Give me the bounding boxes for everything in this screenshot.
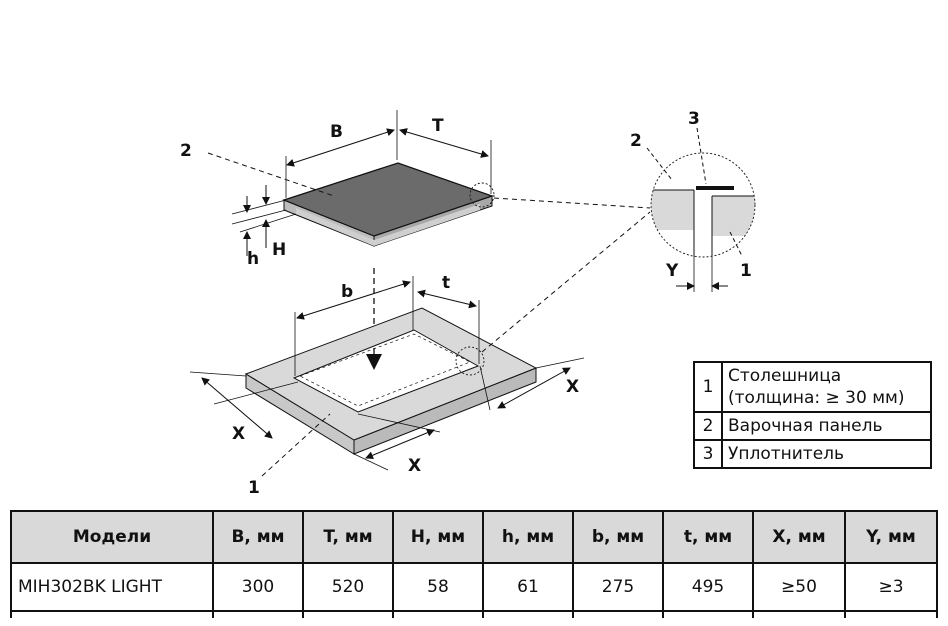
- dimensions-table: Модели B, мм T, мм H, мм h, мм b, мм t, …: [10, 510, 938, 618]
- label-X-left: X: [232, 424, 245, 444]
- hob: [282, 162, 494, 247]
- hob-body: [296, 204, 480, 246]
- table-cell: ≥50: [752, 562, 846, 612]
- label-X-bottom: X: [408, 456, 421, 476]
- table-cell: 275: [572, 562, 664, 612]
- header-cell: h, мм: [482, 510, 574, 564]
- header-cell: H, мм: [392, 510, 484, 564]
- label-B: B: [330, 122, 343, 142]
- insert-arrow: [366, 354, 382, 370]
- legend-text-line: Столешница: [728, 366, 842, 386]
- table-row: MIH302BK LIGHT 300 520 58 61 275 495 ≥50…: [10, 562, 938, 612]
- legend-text: Столешница (толщина: ≥ 30 мм): [721, 361, 932, 413]
- table-cell: MIH302BK LIGHT: [10, 562, 214, 612]
- legend-row: 3 Уплотнитель: [693, 439, 932, 469]
- legend-table: 1 Столешница (толщина: ≥ 30 мм) 2 Варочн…: [693, 361, 932, 469]
- legend-text-line: (толщина: ≥ 30 мм): [728, 388, 905, 408]
- header-cell: B, мм: [212, 510, 304, 564]
- header-cell: t, мм: [662, 510, 754, 564]
- countertop: [244, 307, 538, 455]
- legend-row: 1 Столешница (толщина: ≥ 30 мм): [693, 361, 932, 413]
- seal-strip: [696, 186, 734, 190]
- hob-top: [282, 162, 494, 237]
- cutout-detail-circle: [455, 346, 485, 376]
- hob-detail-circle: [469, 182, 495, 208]
- table-tail-row: [10, 610, 938, 618]
- callout-2-zoom: 2: [630, 131, 642, 151]
- header-cell: b, мм: [572, 510, 664, 564]
- header-cell: Модели: [10, 510, 214, 564]
- table-cell: 520: [302, 562, 394, 612]
- label-H: H: [272, 240, 286, 260]
- header-cell: Y, мм: [844, 510, 938, 564]
- label-Y: Y: [665, 261, 679, 281]
- legend-row: 2 Варочная панель: [693, 411, 932, 441]
- label-T: T: [432, 116, 444, 136]
- callout-2-main: 2: [180, 141, 192, 161]
- dims-header-row: Модели B, мм T, мм H, мм h, мм b, мм t, …: [10, 510, 938, 564]
- table-cell: 495: [662, 562, 754, 612]
- label-X-right: X: [566, 377, 579, 397]
- label-t: t: [442, 273, 450, 293]
- callout-3-zoom: 3: [688, 109, 700, 129]
- header-cell: T, мм: [302, 510, 394, 564]
- callout-1-main: 1: [248, 478, 260, 498]
- legend-num: 3: [693, 439, 723, 469]
- table-cell: 300: [212, 562, 304, 612]
- zoom-detail: Y 2 3 1: [630, 109, 756, 292]
- legend-num: 2: [693, 411, 723, 441]
- legend-num: 1: [693, 361, 723, 413]
- countertop-top: [244, 307, 538, 441]
- legend-text: Уплотнитель: [721, 439, 932, 469]
- callout-1-zoom: 1: [740, 261, 752, 281]
- table-cell: ≥3: [844, 562, 938, 612]
- header-cell: X, мм: [752, 510, 846, 564]
- label-h: h: [247, 249, 259, 269]
- legend-text: Варочная панель: [721, 411, 932, 441]
- table-cell: 61: [482, 562, 574, 612]
- label-b: b: [341, 282, 353, 302]
- table-cell: 58: [392, 562, 484, 612]
